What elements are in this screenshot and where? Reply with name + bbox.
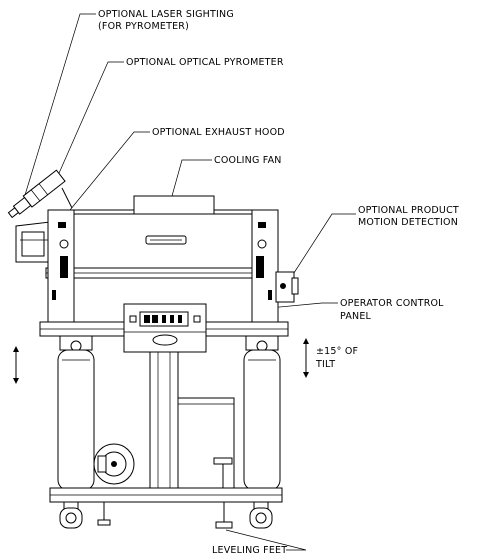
leader-motion-detection [291,213,356,277]
leader-exhaust-hood [69,131,150,211]
leader-laser-sighting [21,13,96,206]
label-laser-sighting-sub: (FOR PYROMETER) [98,21,189,32]
operator-control-panel [123,303,207,353]
label-product-motion: OPTIONAL PRODUCT [358,205,459,216]
motion-detection [275,271,299,303]
tilt-arrows [13,338,309,384]
tilt-arrow-right [303,338,309,378]
exhaust-hood [15,221,55,263]
support-cylinders [57,349,281,491]
cooling-fan [133,195,215,215]
pyrometer-assembly [7,169,73,219]
main-chamber [45,209,279,323]
tilt-arrow-left [13,346,19,384]
label-operator-panel-sub: PANEL [340,311,372,322]
top-leveling-foot [213,457,233,490]
label-product-motion-sub: MOTION DETECTION [358,217,459,228]
hand-wheel [93,443,135,485]
leader-lines [21,13,356,551]
base-frame [49,487,283,503]
label-exhaust-hood: OPTIONAL EXHAUST HOOD [152,127,285,138]
center-column [149,351,235,493]
leader-cooling-fan [171,159,212,197]
label-cooling-fan: COOLING FAN [214,155,282,166]
leader-leveling-feet [225,529,307,551]
label-operator-panel: OPERATOR CONTROL [340,298,444,309]
label-optical-pyrometer: OPTIONAL OPTICAL PYROMETER [126,57,284,68]
label-leveling-feet: LEVELING FEET [212,545,288,556]
leader-optical-pyrometer [55,61,124,181]
leveling-feet [97,502,233,529]
label-tilt-sub: TILT [316,359,336,370]
label-laser-sighting: OPTIONAL LASER SIGHTING [98,9,234,20]
label-tilt: ±15° OF [316,346,359,357]
casters [59,501,273,529]
